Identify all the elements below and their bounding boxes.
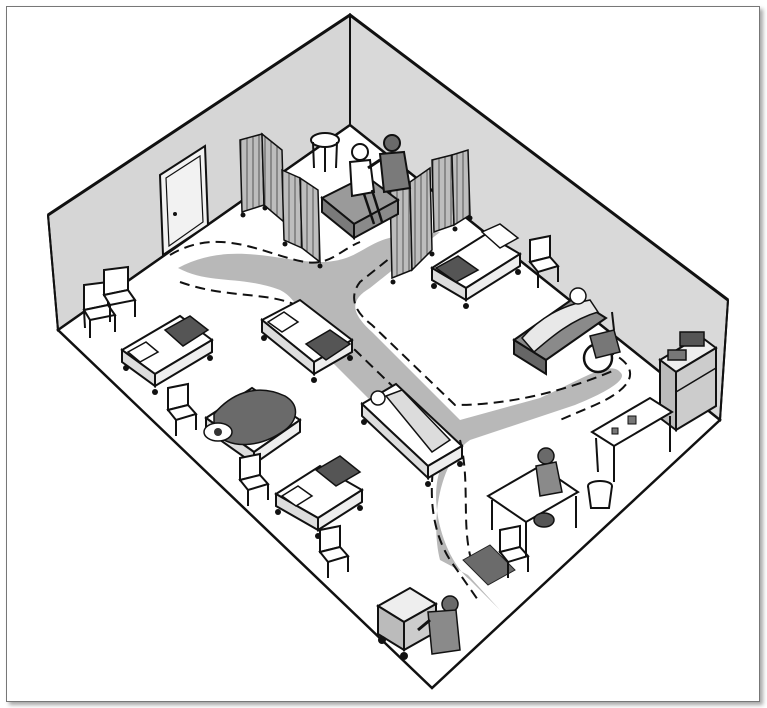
trash-can-icon [588, 481, 612, 508]
